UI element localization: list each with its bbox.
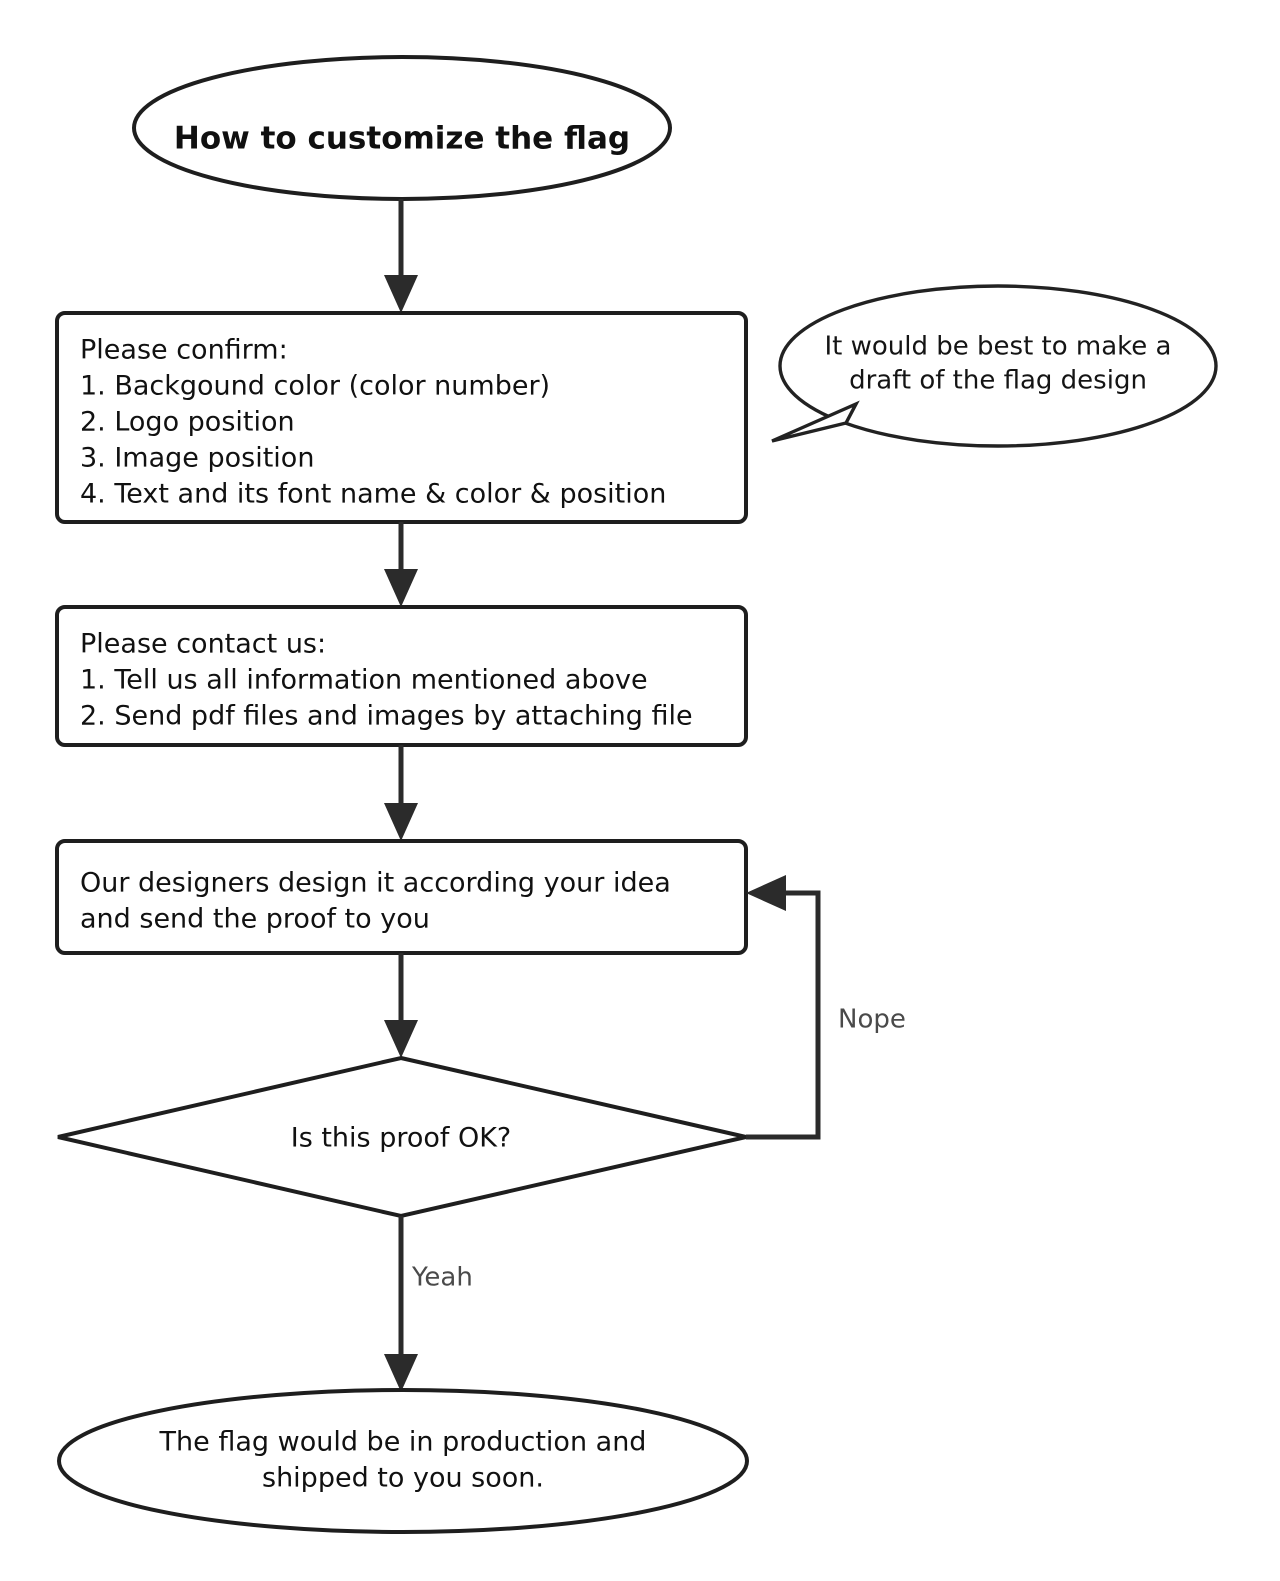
design-line-2: and send the proof to you [80, 904, 430, 935]
edge-start-to-confirm [384, 199, 418, 313]
edge-decision-no-path [746, 890, 821, 1140]
callout-line-2: draft of the flag design [849, 366, 1147, 396]
edge-confirm-to-contact [384, 522, 418, 607]
decision-label: Is this proof OK? [291, 1123, 512, 1154]
edge-decision-yes-label: Yeah [411, 1263, 473, 1293]
confirm-line-4: 3. Image position [80, 443, 314, 474]
confirm-line-2: 1. Backgound color (color number) [80, 371, 550, 402]
node-end-terminal[interactable]: The flag would be in production and ship… [57, 1388, 749, 1534]
callout-line-1: It would be best to make a [825, 332, 1172, 362]
end-ellipse-shape [57, 1388, 749, 1534]
edge-contact-to-design-arrowhead [384, 803, 418, 841]
edge-confirm-to-contact-arrowhead [384, 569, 418, 607]
start-label: How to customize the flag [174, 121, 630, 157]
contact-line-1: Please contact us: [80, 629, 326, 660]
contact-line-2: 1. Tell us all information mentioned abo… [80, 665, 648, 696]
confirm-line-1: Please confirm: [80, 335, 288, 366]
design-line-1: Our designers design it according your i… [80, 868, 671, 899]
edge-decision-yes: Yeah [384, 1216, 473, 1392]
node-confirm-process[interactable]: Please confirm: 1. Backgound color (colo… [55, 311, 748, 524]
edge-decision-yes-arrowhead [384, 1354, 418, 1392]
contact-line-3: 2. Send pdf files and images by attachin… [80, 701, 693, 732]
node-contact-process[interactable]: Please contact us: 1. Tell us all inform… [55, 605, 748, 747]
callout-bubble-tail [771, 400, 860, 443]
node-start-terminal[interactable]: How to customize the flag [132, 55, 672, 201]
callout-bubble-shape [778, 284, 1218, 448]
end-line-2: shipped to you soon. [262, 1463, 544, 1494]
edge-decision-no-arrowhead [746, 875, 786, 911]
node-decision-diamond[interactable]: Is this proof OK? [57, 1055, 747, 1219]
end-line-1: The flag would be in production and [159, 1427, 647, 1458]
node-callout-bubble[interactable]: It would be best to make a draft of the … [771, 284, 1218, 448]
confirm-line-3: 2. Logo position [80, 407, 295, 438]
confirm-line-5: 4. Text and its font name & color & posi… [80, 479, 666, 510]
edge-decision-no: Nope [746, 875, 906, 1140]
node-design-process[interactable]: Our designers design it according your i… [55, 839, 748, 955]
edge-design-to-decision-arrowhead [384, 1020, 418, 1058]
edge-design-to-decision [384, 953, 418, 1058]
edge-contact-to-design [384, 745, 418, 841]
edge-start-to-confirm-arrowhead [384, 275, 418, 313]
edge-decision-no-label: Nope [838, 1005, 906, 1035]
